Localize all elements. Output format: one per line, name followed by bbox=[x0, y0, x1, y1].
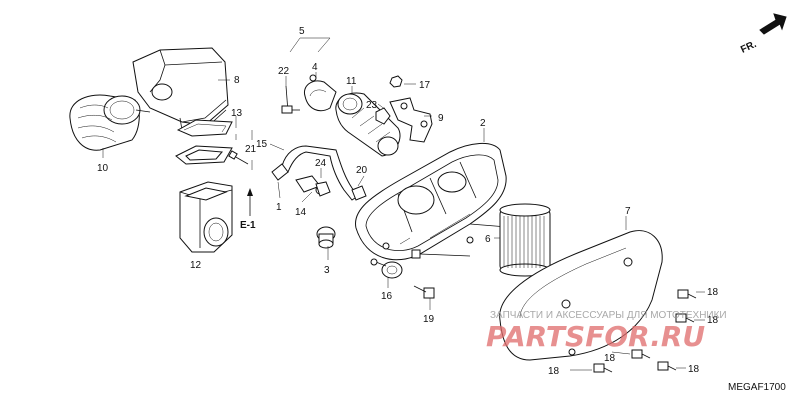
screw-18e bbox=[593, 363, 613, 373]
reference-arrow-icon bbox=[247, 188, 253, 196]
screw-18a bbox=[677, 289, 697, 299]
part-8-intake-cover bbox=[132, 47, 229, 131]
label-12: 12 bbox=[190, 260, 202, 271]
part-10-intake-duct bbox=[69, 94, 151, 151]
part-16-grommet bbox=[370, 258, 403, 279]
label-19: 19 bbox=[423, 314, 435, 325]
screw-18b bbox=[675, 313, 695, 323]
part-2-air-cleaner-case bbox=[355, 143, 507, 261]
label-18c: 18 bbox=[604, 353, 616, 364]
label-18e: 18 bbox=[548, 366, 560, 377]
part-18-screws bbox=[593, 289, 697, 373]
label-16: 16 bbox=[381, 291, 393, 302]
watermark-tagline: ЗАПЧАСТИ И АКСЕССУАРЫ ДЛЯ МОТОТЕХНИКИ bbox=[490, 310, 727, 321]
label-21: 21 bbox=[245, 144, 257, 155]
screw-18d bbox=[657, 361, 677, 371]
label-15: 15 bbox=[256, 139, 268, 150]
part-14-clip bbox=[315, 181, 331, 197]
label-18d: 18 bbox=[688, 364, 700, 375]
part-17-nut bbox=[389, 75, 403, 88]
front-direction-indicator: FR. bbox=[739, 13, 787, 56]
label-20: 20 bbox=[356, 165, 368, 176]
section-reference: E-1 bbox=[240, 188, 256, 231]
label-6: 6 bbox=[485, 234, 491, 245]
part-22-bolt bbox=[281, 85, 300, 114]
label-23: 23 bbox=[366, 100, 378, 111]
label-13: 13 bbox=[231, 108, 243, 119]
watermark-brand: PARTSFOR.RU bbox=[486, 320, 705, 353]
label-11: 11 bbox=[346, 76, 357, 87]
part-3-grommet bbox=[316, 226, 336, 249]
label-22: 22 bbox=[278, 66, 290, 77]
part-11-connector-tube bbox=[335, 92, 401, 157]
leader-lines bbox=[102, 37, 705, 371]
label-1: 1 bbox=[276, 202, 282, 213]
label-7: 7 bbox=[625, 206, 631, 217]
part-19-bolt bbox=[413, 285, 435, 299]
front-direction-label: FR. bbox=[739, 39, 758, 56]
part-6-air-filter bbox=[499, 203, 551, 277]
part-23-fitting bbox=[375, 107, 391, 125]
watermark: ЗАПЧАСТИ И АКСЕССУАРЫ ДЛЯ МОТОТЕХНИКИ PA… bbox=[486, 310, 727, 353]
part-labels: 5 22 4 8 11 17 23 9 2 13 21 15 24 20 10 … bbox=[97, 26, 719, 377]
label-17: 17 bbox=[419, 80, 431, 91]
front-arrow-icon bbox=[759, 13, 787, 35]
diagram-code: MEGAF1700 bbox=[728, 382, 786, 393]
screw-18c bbox=[631, 349, 651, 359]
label-5: 5 bbox=[299, 26, 305, 37]
label-4: 4 bbox=[312, 62, 318, 73]
label-9: 9 bbox=[438, 113, 444, 124]
part-20-plug bbox=[351, 185, 367, 201]
part-7-air-cleaner-cover bbox=[499, 230, 663, 361]
label-8: 8 bbox=[234, 75, 240, 86]
label-14: 14 bbox=[295, 207, 307, 218]
label-18b: 18 bbox=[707, 315, 719, 326]
part-9-bracket bbox=[389, 97, 433, 143]
watermark-brand-a: PARTS bbox=[486, 320, 585, 353]
part-4-clamp bbox=[303, 74, 337, 112]
part-21-screw bbox=[228, 150, 249, 165]
label-3: 3 bbox=[324, 265, 330, 276]
part-21-gasket bbox=[175, 145, 233, 165]
watermark-brand-c: .RU bbox=[650, 320, 705, 353]
label-18a: 18 bbox=[707, 287, 719, 298]
label-2: 2 bbox=[480, 118, 486, 129]
part-13-gasket bbox=[176, 119, 233, 137]
section-reference-label: E-1 bbox=[240, 220, 256, 231]
watermark-brand-b: FOR bbox=[585, 320, 650, 353]
label-10: 10 bbox=[97, 163, 109, 174]
part-15-hose bbox=[271, 145, 359, 201]
part-12-housing bbox=[179, 181, 233, 253]
label-24: 24 bbox=[315, 158, 327, 169]
